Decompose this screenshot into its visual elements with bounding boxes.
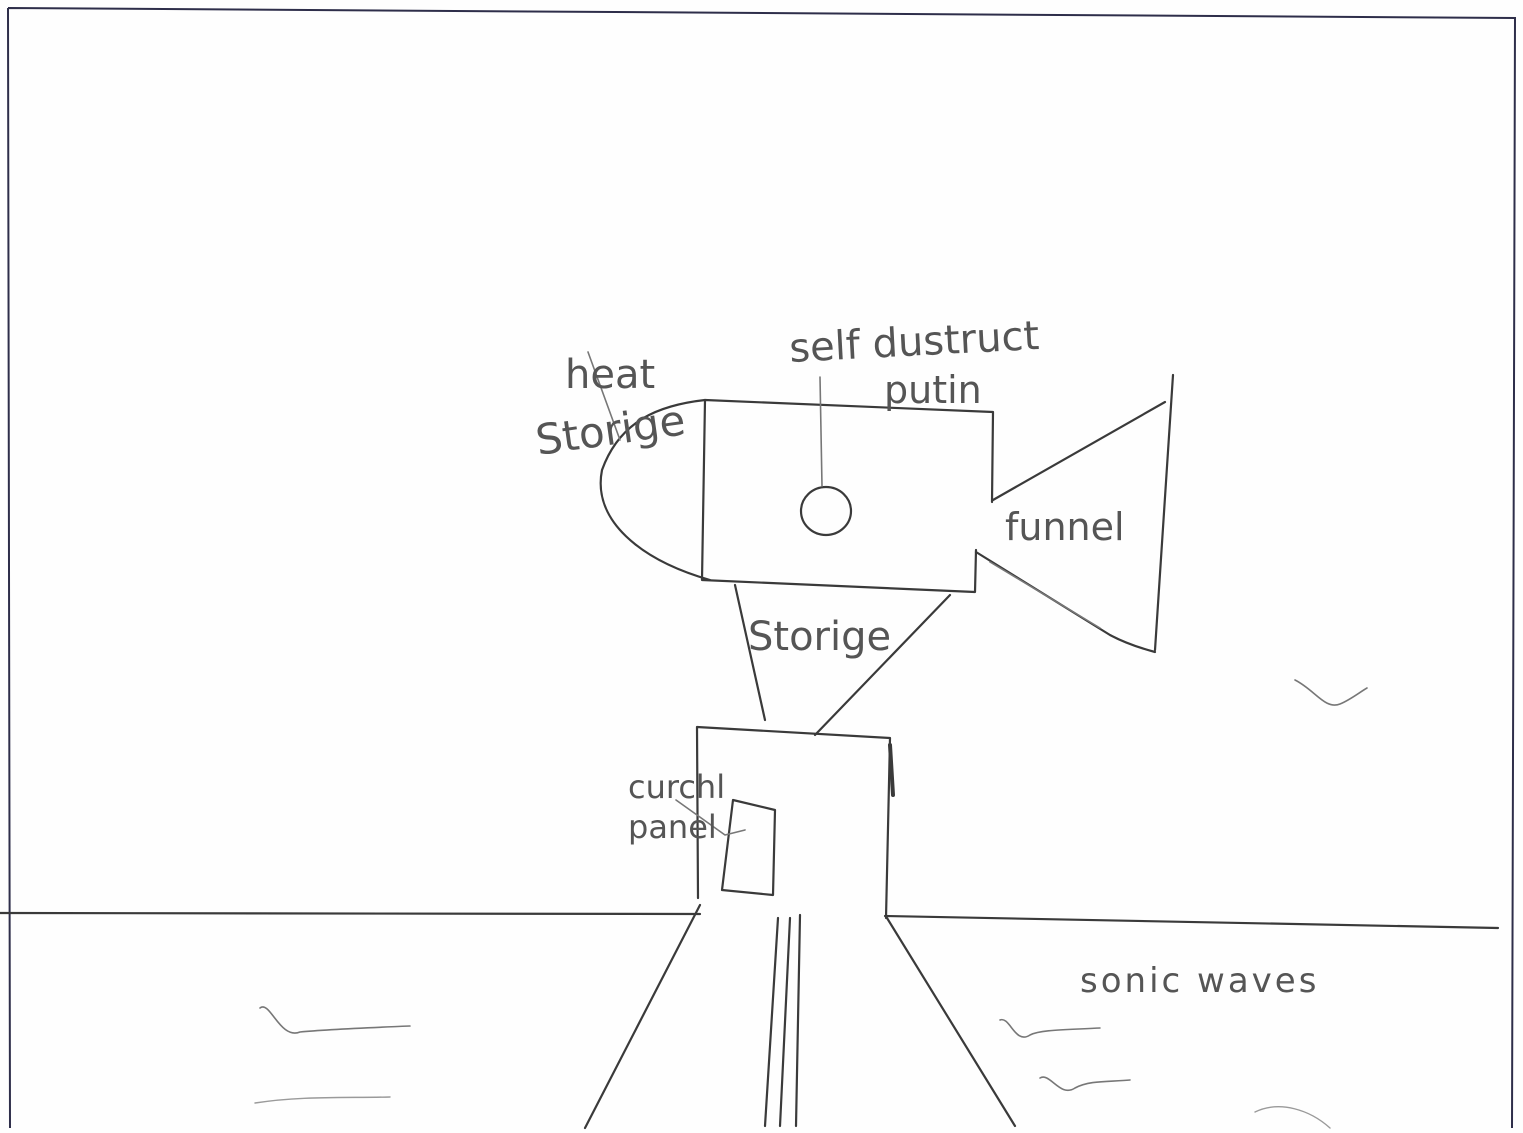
sonic-wave-left-2 [254, 1096, 391, 1104]
tower-leg-left [583, 903, 702, 1130]
self-destruct-label-line2: putin [884, 368, 982, 412]
funnel-shape [974, 373, 1175, 654]
control-panel-label-line2: panel [628, 808, 717, 846]
funnel-label: funnel [1005, 505, 1125, 549]
self-destruct-pointer [819, 376, 823, 487]
sonic-wave-left-1 [259, 1006, 411, 1034]
storage-support-left [733, 583, 767, 722]
sonic-waves-label: sonic waves [1080, 961, 1319, 1001]
self-destruct-label-line1: self dustruct [788, 313, 1040, 372]
storage-label: Storige [748, 614, 891, 660]
control-panel-rect [720, 798, 777, 897]
heat-storage-label-line1: heat [565, 352, 655, 398]
ground-line [0, 911, 1500, 930]
sky-mark [1294, 679, 1368, 706]
sonic-wave-right-3 [1254, 1106, 1331, 1129]
tower-pole [763, 913, 802, 1128]
control-box-handle [888, 743, 895, 797]
control-panel-label-line1: curchl [628, 768, 725, 806]
control-panel-pointer [675, 799, 746, 836]
tower-leg-right [885, 916, 1017, 1128]
storage-support-right [813, 593, 952, 737]
sonic-wave-right-2 [1039, 1076, 1131, 1091]
funnel-inner-line [989, 561, 1101, 629]
heat-storage-label-line2: Storige [533, 395, 689, 464]
heat-storage-pointer [587, 351, 621, 441]
heat-storage-dome [599, 398, 712, 582]
self-destruct-button [799, 485, 853, 537]
sonic-wave-right-1 [999, 1019, 1101, 1038]
page-border [7, 7, 1517, 1129]
main-body [700, 398, 995, 594]
control-box [695, 725, 892, 920]
